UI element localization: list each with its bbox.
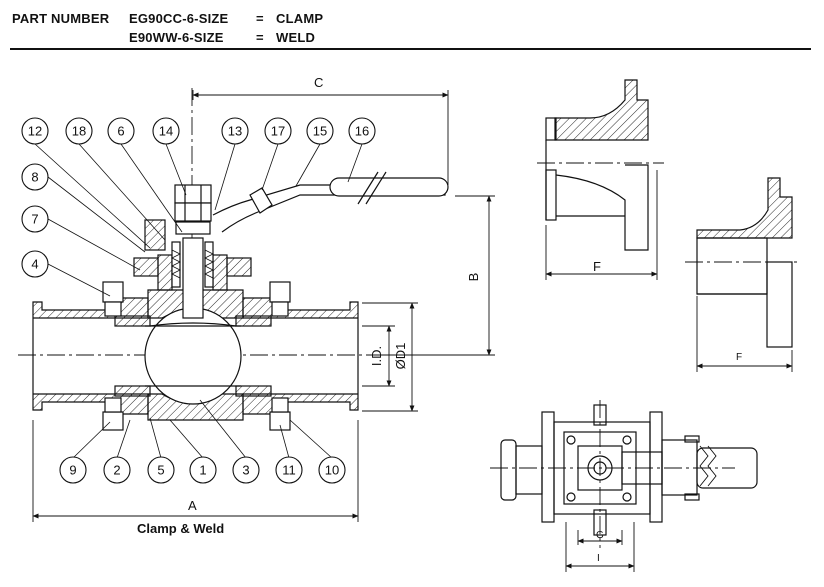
balloon-12 [21,117,49,145]
dim-b-label: B [466,273,481,282]
clamp-equals: = [256,11,264,26]
balloon-label: 2 [113,463,120,478]
balloon-7 [21,205,49,233]
header-divider [10,48,811,50]
balloon-13 [221,117,249,145]
balloon-16 [348,117,376,145]
balloon-label: 6 [117,124,124,139]
dim-c-label: C [314,75,323,90]
balloon-17 [264,117,292,145]
dim-id-label: I.D. [369,346,384,366]
weld-type-label: WELD [276,30,316,45]
balloon-label: 4 [31,257,38,272]
balloon-18 [65,117,93,145]
balloon-label: 10 [325,463,339,478]
plan-view [490,400,758,572]
balloon-label: 12 [28,124,42,139]
balloon-15 [306,117,334,145]
dim-d1-label: ØD1 [393,343,408,370]
balloon-label: 1 [199,463,206,478]
dim-f-bottom-label: F [736,352,742,363]
clamp-part-code: EG90CC-6-SIZE [129,11,229,26]
balloon-14 [152,117,180,145]
balloon-label: 16 [355,124,369,139]
dim-i-label: I [597,553,600,564]
balloon-label: 5 [157,463,164,478]
balloon-label: 8 [31,170,38,185]
dim-f-top-label: F [593,259,601,274]
weld-part-code: E90WW-6-SIZE [129,30,224,45]
balloon-3 [232,456,260,484]
balloon-label: 9 [69,463,76,478]
balloons-top [21,117,376,484]
balloon-6 [107,117,135,145]
main-section-view [18,88,449,431]
balloon-label: 3 [242,463,249,478]
balloon-1 [189,456,217,484]
balloon-5 [147,456,175,484]
dim-g-label: G [596,530,604,541]
weld-equals: = [256,30,264,45]
balloon-label: 7 [31,212,38,227]
balloon-8 [21,163,49,191]
clamp-end-view [537,79,664,280]
balloon-label: 11 [282,463,296,478]
part-number-label: PART NUMBER [12,11,110,26]
drawing-caption: Clamp & Weld [137,521,224,536]
balloon-2 [103,456,131,484]
balloon-label: 17 [271,124,285,139]
balloon-leaders [34,143,363,459]
balloon-4 [21,250,49,278]
balloon-label: 13 [228,124,242,139]
balloon-11 [275,456,303,484]
balloon-10 [318,456,346,484]
balloon-label: 15 [313,124,327,139]
balloon-9 [59,456,87,484]
main-dimensions [32,90,495,522]
balloon-label: 18 [72,124,86,139]
dim-a-label: A [188,498,197,513]
weld-end-view [685,177,800,372]
clamp-type-label: CLAMP [276,11,324,26]
balloon-label: 14 [159,124,173,139]
